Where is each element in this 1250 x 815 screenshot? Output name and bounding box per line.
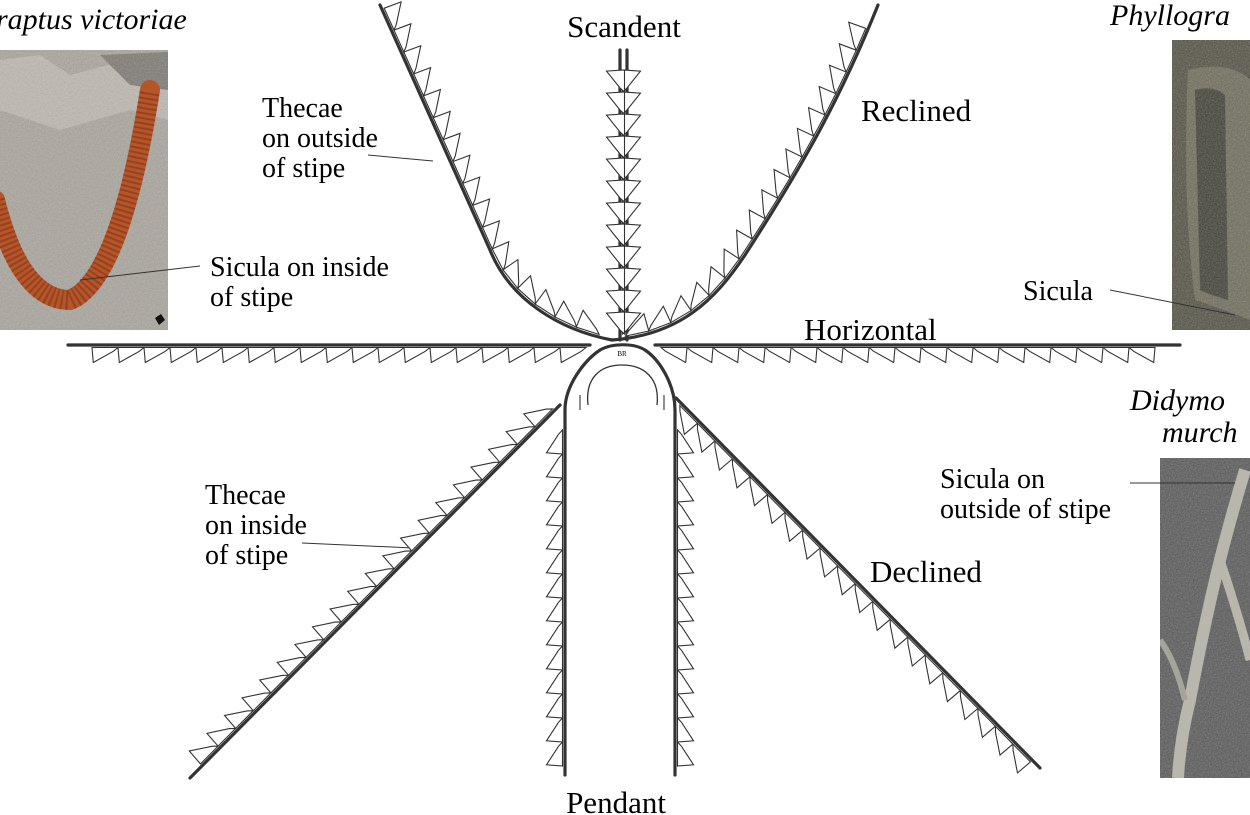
thecae-declined-right (679, 404, 1032, 774)
annotation-thecae-outside: Thecae on outside of stipe (262, 93, 385, 184)
thecae-pendant-left (545, 428, 564, 767)
leader-lines (79, 154, 1236, 549)
specimen-titles: raptus victoriae Phyllogra Didymo murch (0, 0, 1238, 449)
label-declined: Declined (870, 554, 982, 589)
label-reclined: Reclined (861, 93, 972, 128)
leader-sicula-inside (79, 265, 201, 281)
leader-thecae-inside (301, 542, 414, 549)
sicula-junction (599, 343, 646, 352)
annotation-thecae-inside: Thecae on inside of stipe (205, 480, 314, 571)
specimen-title-right-bottom: Didymo murch (1129, 384, 1238, 449)
sicula-arch (587, 364, 658, 406)
annotation-sicula-inside: Sicula on inside of stipe (210, 252, 396, 313)
stipe-declined-right (674, 396, 1042, 770)
stipe-declined-left (188, 403, 562, 780)
thecae-scandent-right (605, 69, 626, 336)
left-specimen-photo (0, 50, 168, 330)
thecae-declined-left (188, 408, 554, 765)
stipe-pendant-left (563, 348, 602, 777)
annotation-sicula-outside: Sicula on outside of stipe (940, 464, 1111, 525)
specimen-title-right-top: Phyllogra (1109, 0, 1230, 32)
specimen-title-left: raptus victoriae (0, 3, 187, 36)
thecae-pendant-right (676, 428, 695, 767)
stipe-reclined-right (610, 3, 880, 342)
thecae-sawtooth (91, 1, 1156, 774)
label-scandent: Scandent (567, 9, 681, 44)
leader-sicula (1109, 289, 1236, 316)
stipe-pendant-right (643, 348, 677, 777)
right-top-specimen-photo (1172, 40, 1250, 330)
leader-thecae-outside (367, 154, 434, 162)
thecae-horizontal-right (659, 346, 1156, 364)
stipe-reclined-left (378, 3, 614, 342)
right-bottom-specimen-photo (1160, 458, 1250, 778)
label-br: BR (617, 350, 627, 358)
thecae-scandent-left (621, 69, 642, 336)
thecae-horizontal-left (91, 346, 588, 364)
thecae-reclined-left (383, 1, 601, 336)
annotation-sicula: Sicula (1023, 276, 1094, 307)
orientation-labels: Scandent Reclined Horizontal Declined Pe… (566, 9, 982, 815)
label-horizontal: Horizontal (804, 312, 937, 347)
label-pendant: Pendant (566, 785, 666, 815)
thecae-reclined-right (624, 21, 867, 337)
annotation-labels: Thecae on outside of stipe Sicula on ins… (205, 93, 1111, 571)
